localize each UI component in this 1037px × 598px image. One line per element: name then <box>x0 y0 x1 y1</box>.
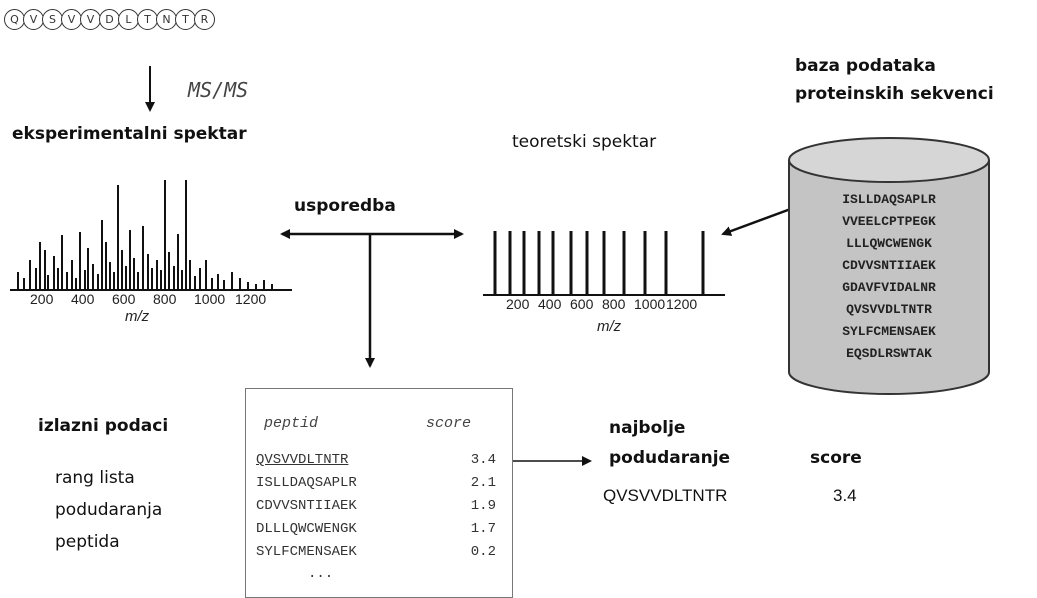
result-table: peptid score QVSVVDLTNTR 3.4 ISLLDAQSAPL… <box>245 388 513 598</box>
tick-label: 1200 <box>666 296 698 312</box>
table-header-score: score <box>426 415 472 432</box>
database-title-line1: baza podataka <box>795 56 936 76</box>
tick-label: 600 <box>570 296 594 312</box>
table-row-peptide: CDVVSNTIIAEK <box>256 498 357 514</box>
best-match-title-line2: podudaranje <box>609 448 731 468</box>
msms-label: MS/MS <box>188 78 249 102</box>
table-row-peptide: QVSVVDLTNTR <box>256 452 349 468</box>
tick-label: 1000 <box>194 291 226 307</box>
best-match-peptide: QVSVVDLTNTR <box>603 486 728 505</box>
output-title: izlazni podaci <box>38 416 169 436</box>
table-row-score: 1.7 <box>470 521 496 537</box>
table-row-score: 2.1 <box>470 475 496 491</box>
residue-circle: V <box>61 9 82 30</box>
table-row-score: 3.4 <box>470 452 496 468</box>
table-row-peptide: DLLLQWCWENGK <box>256 521 357 537</box>
theoretical-axis-label: m/z <box>597 318 622 335</box>
best-match-score: 3.4 <box>833 486 857 505</box>
tick-label: 1000 <box>634 296 666 312</box>
tick-label: 1200 <box>235 291 267 307</box>
residue-circle: R <box>194 9 215 30</box>
tick-label: 400 <box>71 291 95 307</box>
tick-label: 200 <box>506 296 530 312</box>
comparison-label: usporedba <box>294 196 396 216</box>
table-row-peptide: ISLLDAQSAPLR <box>256 475 357 491</box>
tick-label: 200 <box>30 291 54 307</box>
theoretical-spectrum-title: teoretski spektar <box>512 132 657 152</box>
residue-circle: L <box>118 9 139 30</box>
experimental-axis-label: m/z <box>125 308 150 325</box>
database-sequence: CDVVSNTIIAEK <box>842 258 936 273</box>
best-match-score-header: score <box>810 448 862 468</box>
database-sequence: ISLLDAQSAPLR <box>842 192 936 207</box>
database-sequence: QVSVVDLTNTR <box>846 302 932 317</box>
database-sequence: VVEELCPTPEGK <box>842 214 936 229</box>
tick-label: 400 <box>538 296 562 312</box>
experimental-tick-labels: 200 400 600 800 1000 1200 <box>10 291 295 311</box>
table-row-score: 0.2 <box>470 544 496 560</box>
output-desc-line1: rang lista <box>55 468 135 488</box>
database-sequence: LLLQWCWENGK <box>846 236 932 251</box>
output-desc-line3: peptida <box>55 532 120 552</box>
tick-label: 800 <box>602 296 626 312</box>
tick-label: 600 <box>112 291 136 307</box>
table-ellipsis: ... <box>308 566 334 582</box>
tick-label: 800 <box>153 291 177 307</box>
database-sequence: GDAVFVIDALNR <box>842 280 936 295</box>
experimental-spectrum-title: eksperimentalni spektar <box>12 124 247 144</box>
table-header-peptide: peptid <box>264 415 319 432</box>
database-sequence-list: ISLLDAQSAPLR VVEELCPTPEGK LLLQWCWENGK CDVVS… <box>789 192 989 382</box>
table-row-score: 1.9 <box>470 498 496 514</box>
theoretical-spectrum <box>483 231 725 296</box>
output-desc-line2: podudaranja <box>55 500 163 520</box>
best-match-title-line1: najbolje <box>609 418 686 438</box>
table-row-peptide: SYLFCMENSAEK <box>256 544 357 560</box>
database-cylinder <box>788 137 990 395</box>
experimental-spectrum <box>10 180 292 291</box>
database-sequence: EQSDLRSWTAK <box>846 346 932 361</box>
database-title-line2: proteinskih sekvenci <box>795 84 994 104</box>
database-sequence: SYLFCMENSAEK <box>842 324 936 339</box>
